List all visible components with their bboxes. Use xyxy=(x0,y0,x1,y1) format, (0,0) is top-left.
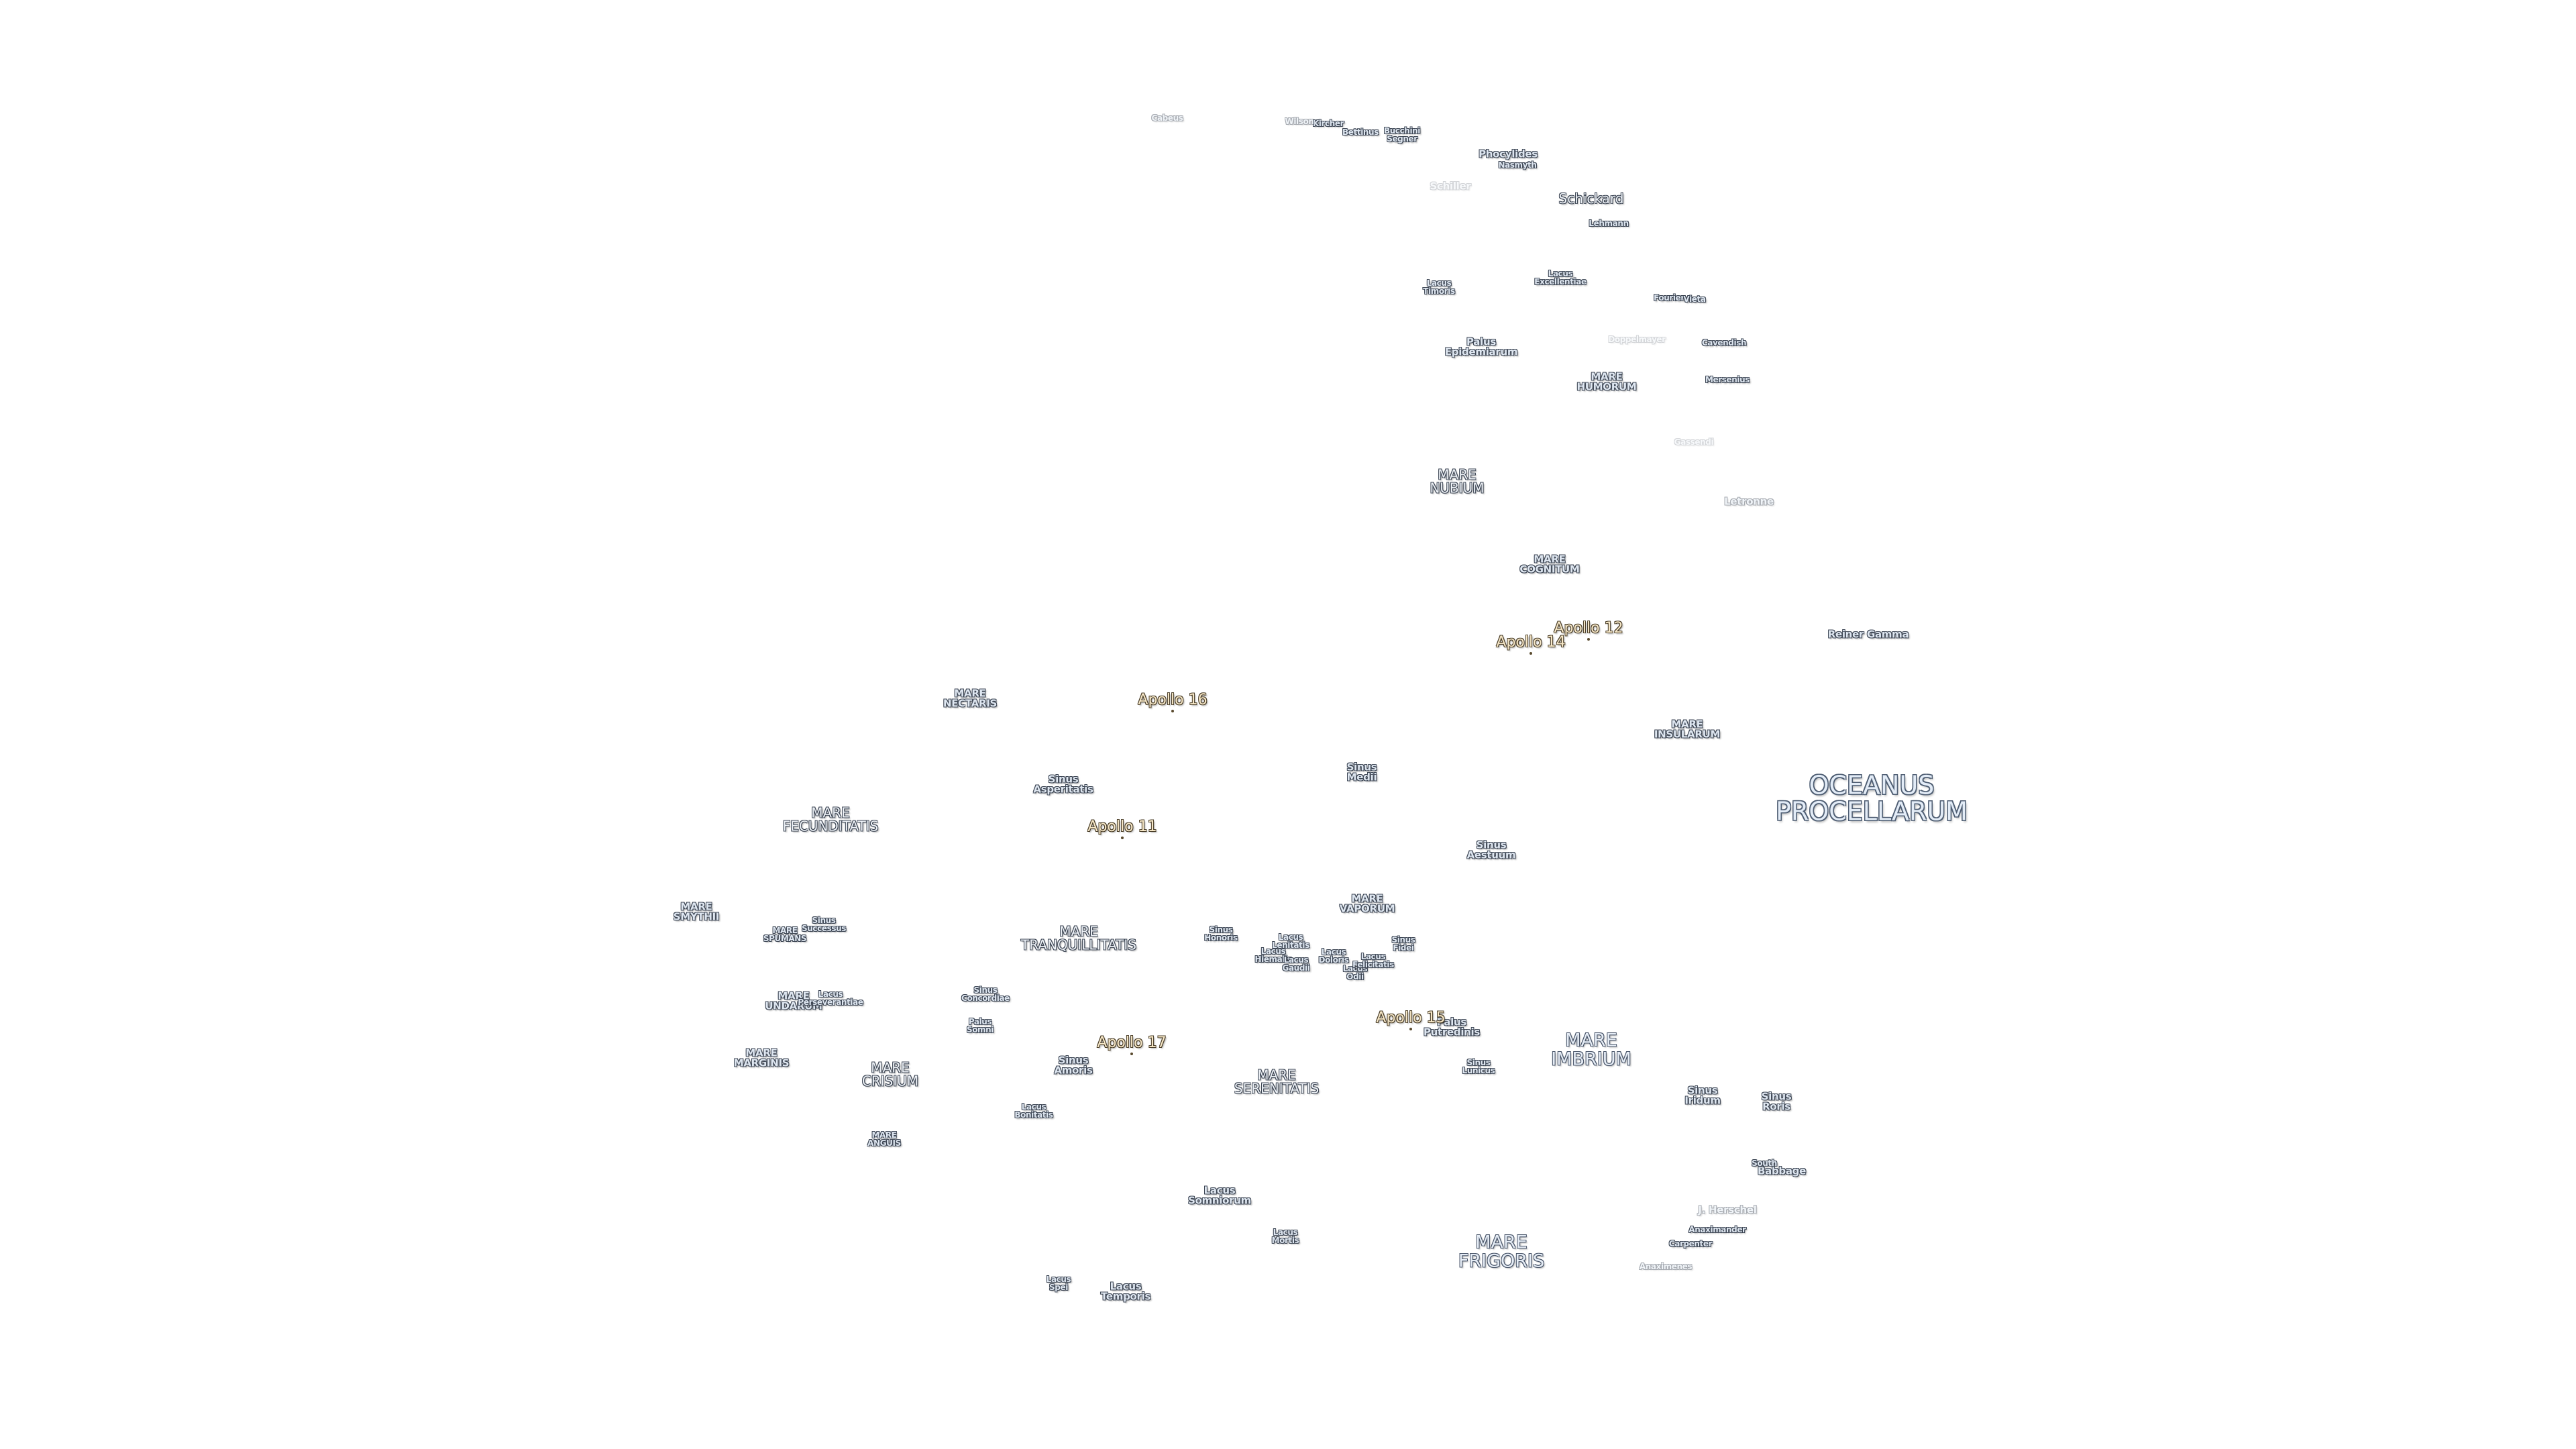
landing-site-label-apollo-14: Apollo 14 xyxy=(1496,633,1566,651)
feature-label-lacus-felicitatis: Lacus Felicitatis xyxy=(1352,951,1394,969)
feature-label-lacus-gaudii: Lacus Gaudii xyxy=(1282,955,1310,973)
feature-label-sinus-iridum: Sinus Iridum xyxy=(1684,1084,1721,1107)
feature-label-bucchini-segner: Bucchini Segner xyxy=(1383,125,1421,144)
feature-label-carpenter: Carpenter xyxy=(1668,1238,1713,1248)
feature-label-mare-spumans: MARE SPUMANS xyxy=(763,925,807,943)
feature-label-oceanus-procellarum: OCEANUS PROCELLARUM xyxy=(1776,770,1968,826)
feature-label-mare-fecunditatis: MARE FECUNDITATIS xyxy=(782,804,879,835)
feature-label-sinus-aestuum: Sinus Aestuum xyxy=(1466,839,1516,861)
feature-label-sinus-fidei: Sinus Fidei xyxy=(1391,934,1415,953)
feature-label-lacus-perseverantiae: Lacus Perseverantiae xyxy=(798,989,863,1007)
feature-label-schiller: Schiller xyxy=(1430,180,1471,193)
feature-label-kircher: Kircher xyxy=(1312,118,1344,128)
feature-label-lacus-hiemalis: Lacus Hiemalis xyxy=(1254,946,1292,964)
feature-label-sinus-honoris: Sinus Honoris xyxy=(1204,924,1238,943)
feature-label-mersenius: Mersenius xyxy=(1705,374,1750,384)
landing-site-label-apollo-12: Apollo 12 xyxy=(1554,619,1623,637)
landing-site-label-apollo-15: Apollo 15 xyxy=(1376,1009,1446,1026)
feature-label-sinus-asperitatis: Sinus Asperitatis xyxy=(1033,773,1093,796)
feature-label-vieta: Vieta xyxy=(1683,294,1706,304)
landing-site-marker-apollo-16 xyxy=(1171,710,1174,712)
feature-label-mare-marginis: MARE MARGINIS xyxy=(733,1046,790,1069)
feature-label-anaximenes: Anaximenes xyxy=(1639,1261,1693,1271)
feature-label-mare-nubium: MARE NUBIUM xyxy=(1430,466,1485,496)
landing-site-label-apollo-11: Apollo 11 xyxy=(1087,818,1157,835)
landing-site-marker-apollo-11 xyxy=(1121,837,1124,839)
feature-label-j-herschel: J. Herschel xyxy=(1698,1203,1757,1216)
feature-label-lacus-doloris: Lacus Doloris xyxy=(1318,947,1349,965)
feature-label-cabeus: Cabeus xyxy=(1151,113,1183,123)
landing-site-marker-apollo-12 xyxy=(1587,638,1590,641)
feature-label-lacus-odii: Lacus Odii xyxy=(1342,963,1368,981)
feature-label-south: South xyxy=(1752,1158,1777,1168)
feature-label-bettinus: Bettinus xyxy=(1342,127,1379,137)
feature-label-cavendish: Cavendish xyxy=(1701,337,1747,347)
feature-label-sinus-roris: Sinus Roris xyxy=(1761,1090,1792,1113)
feature-label-mare-nectaris: MARE NECTARIS xyxy=(943,687,998,710)
feature-label-letronne: Letronne xyxy=(1724,495,1774,508)
feature-label-fourier: Fourier xyxy=(1654,292,1684,303)
feature-label-sinus-medii: Sinus Medii xyxy=(1346,761,1377,784)
feature-label-babbage: Babbage xyxy=(1758,1165,1806,1177)
feature-label-schickard: Schickard xyxy=(1558,190,1624,207)
feature-label-doppelmayer: Doppelmayer xyxy=(1608,334,1666,344)
landing-site-label-apollo-16: Apollo 16 xyxy=(1138,691,1208,708)
feature-label-sinus-concordiae: Sinus Concordiae xyxy=(961,985,1010,1003)
feature-label-mare-frigoris: MARE FRIGORIS xyxy=(1458,1232,1545,1271)
feature-label-mare-crisium: MARE CRISIUM xyxy=(861,1059,919,1089)
landing-site-marker-apollo-14 xyxy=(1529,652,1532,655)
feature-label-sinus-successus: Sinus Successus xyxy=(802,915,846,933)
feature-label-mare-anguis: MARE ANGUIS xyxy=(867,1130,901,1148)
feature-label-palus-somni: Palus Somni xyxy=(966,1016,994,1034)
landing-site-label-apollo-17: Apollo 17 xyxy=(1097,1034,1167,1051)
feature-label-sinus-amoris: Sinus Amoris xyxy=(1054,1054,1093,1077)
landing-site-marker-apollo-15 xyxy=(1409,1028,1412,1030)
feature-label-lacus-bonitatis: Lacus Bonitatis xyxy=(1014,1102,1053,1120)
feature-label-lacus-excellentiae: Lacus Excellentiae xyxy=(1534,268,1587,286)
feature-label-palus-epidemiarum: Palus Epidemiarum xyxy=(1444,335,1518,358)
feature-label-mare-smythii: MARE SMYTHII xyxy=(673,900,720,923)
feature-label-lacus-mortis: Lacus Mortis xyxy=(1271,1227,1299,1245)
feature-label-lacus-spei: Lacus Spei xyxy=(1046,1274,1071,1292)
feature-label-mare-cognitum: MARE COGNITUM xyxy=(1519,553,1580,576)
feature-label-phocylides: Phocylides xyxy=(1479,148,1538,160)
feature-label-mare-serenitatis: MARE SERENITATIS xyxy=(1234,1067,1320,1097)
feature-label-gassendi: Gassendi xyxy=(1674,437,1714,447)
landing-site-marker-apollo-17 xyxy=(1130,1053,1133,1055)
feature-label-sinus-lunicus: Sinus Lunicus xyxy=(1462,1057,1495,1075)
feature-label-lacus-temporis: Lacus Temporis xyxy=(1100,1280,1151,1303)
feature-label-lehmann: Lehmann xyxy=(1589,218,1629,228)
feature-label-mare-undarum: MARE UNDARUM xyxy=(765,989,822,1012)
feature-label-mare-insularum: MARE INSULARUM xyxy=(1654,718,1721,741)
feature-label-wilson: Wilson xyxy=(1285,116,1314,126)
feature-label-mare-tranquillitatis: MARE TRANQUILLITATIS xyxy=(1020,923,1137,953)
feature-label-palus-putredinis: Palus Putredinis xyxy=(1423,1016,1481,1038)
feature-label-mare-humorum: MARE HUMORUM xyxy=(1576,370,1637,393)
feature-label-lacus-timoris: Lacus Timoris xyxy=(1423,278,1455,296)
feature-label-mare-vaporum: MARE VAPORUM xyxy=(1339,892,1395,915)
feature-label-reiner-gamma: Reiner Gamma xyxy=(1827,628,1909,641)
feature-label-lacus-lenitatis: Lacus Lenitatis xyxy=(1272,932,1309,950)
feature-label-nasmyth: Nasmyth xyxy=(1498,160,1537,170)
feature-label-lacus-somniorum: Lacus Somniorum xyxy=(1188,1184,1251,1207)
feature-label-mare-imbrium: MARE IMBRIUM xyxy=(1551,1030,1631,1069)
feature-label-anaximander: Anaximander xyxy=(1688,1224,1746,1234)
